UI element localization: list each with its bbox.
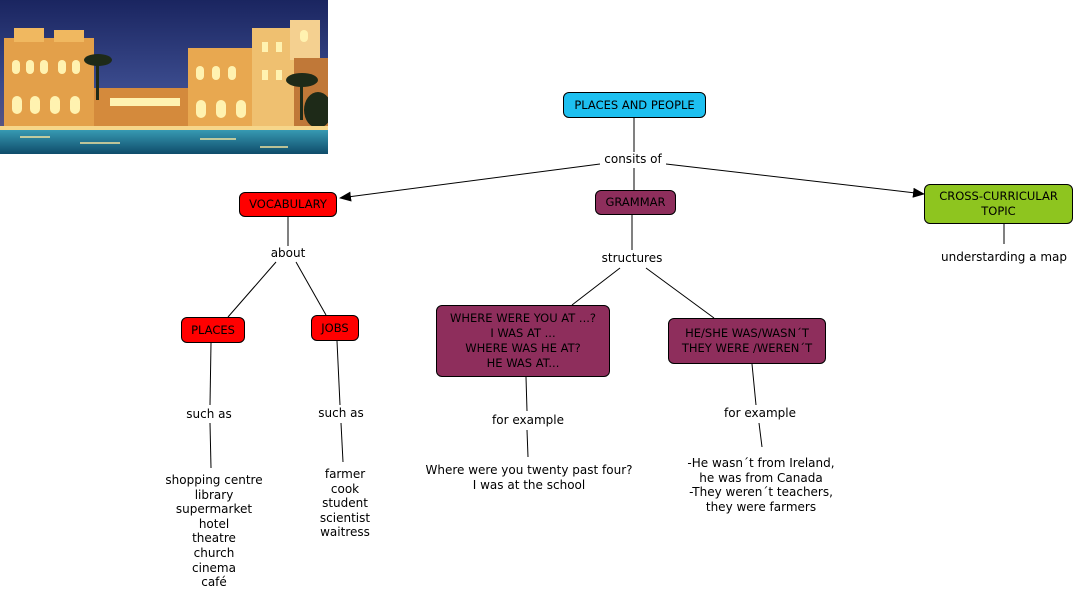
link-label-such-as-places: such as	[180, 407, 238, 422]
concept-example-where: Where were you twenty past four? I was a…	[425, 463, 633, 492]
link-label-consists-of: consits of	[600, 152, 666, 167]
node-vocabulary[interactable]: VOCABULARY	[239, 192, 337, 217]
concept-places-list: shopping centre library supermarket hote…	[165, 473, 263, 590]
node-cross-curricular-topic[interactable]: CROSS-CURRICULAR TOPIC	[924, 184, 1073, 224]
link-label-about: about	[266, 246, 310, 261]
node-he-she-was[interactable]: HE/SHE WAS/WASN´T THEY WERE /WEREN´T	[668, 318, 826, 364]
node-where-were-you[interactable]: WHERE WERE YOU AT ...? I WAS AT ... WHER…	[436, 305, 610, 377]
link-label-structures: structures	[598, 251, 666, 266]
node-jobs[interactable]: JOBS	[311, 315, 359, 341]
node-places-and-people[interactable]: PLACES AND PEOPLE	[563, 92, 706, 118]
concept-understanding-a-map: understarding a map	[941, 250, 1067, 264]
hotel-photo	[0, 0, 328, 154]
node-grammar[interactable]: GRAMMAR	[595, 190, 676, 215]
link-label-for-example-was: for example	[718, 406, 802, 421]
link-label-for-example-where: for example	[486, 413, 570, 428]
concept-example-was: -He wasn´t from Ireland, he was from Can…	[687, 456, 835, 514]
node-places[interactable]: PLACES	[181, 317, 245, 343]
concept-jobs-list: farmer cook student scientist waitress	[319, 467, 371, 540]
link-label-such-as-jobs: such as	[312, 406, 370, 421]
